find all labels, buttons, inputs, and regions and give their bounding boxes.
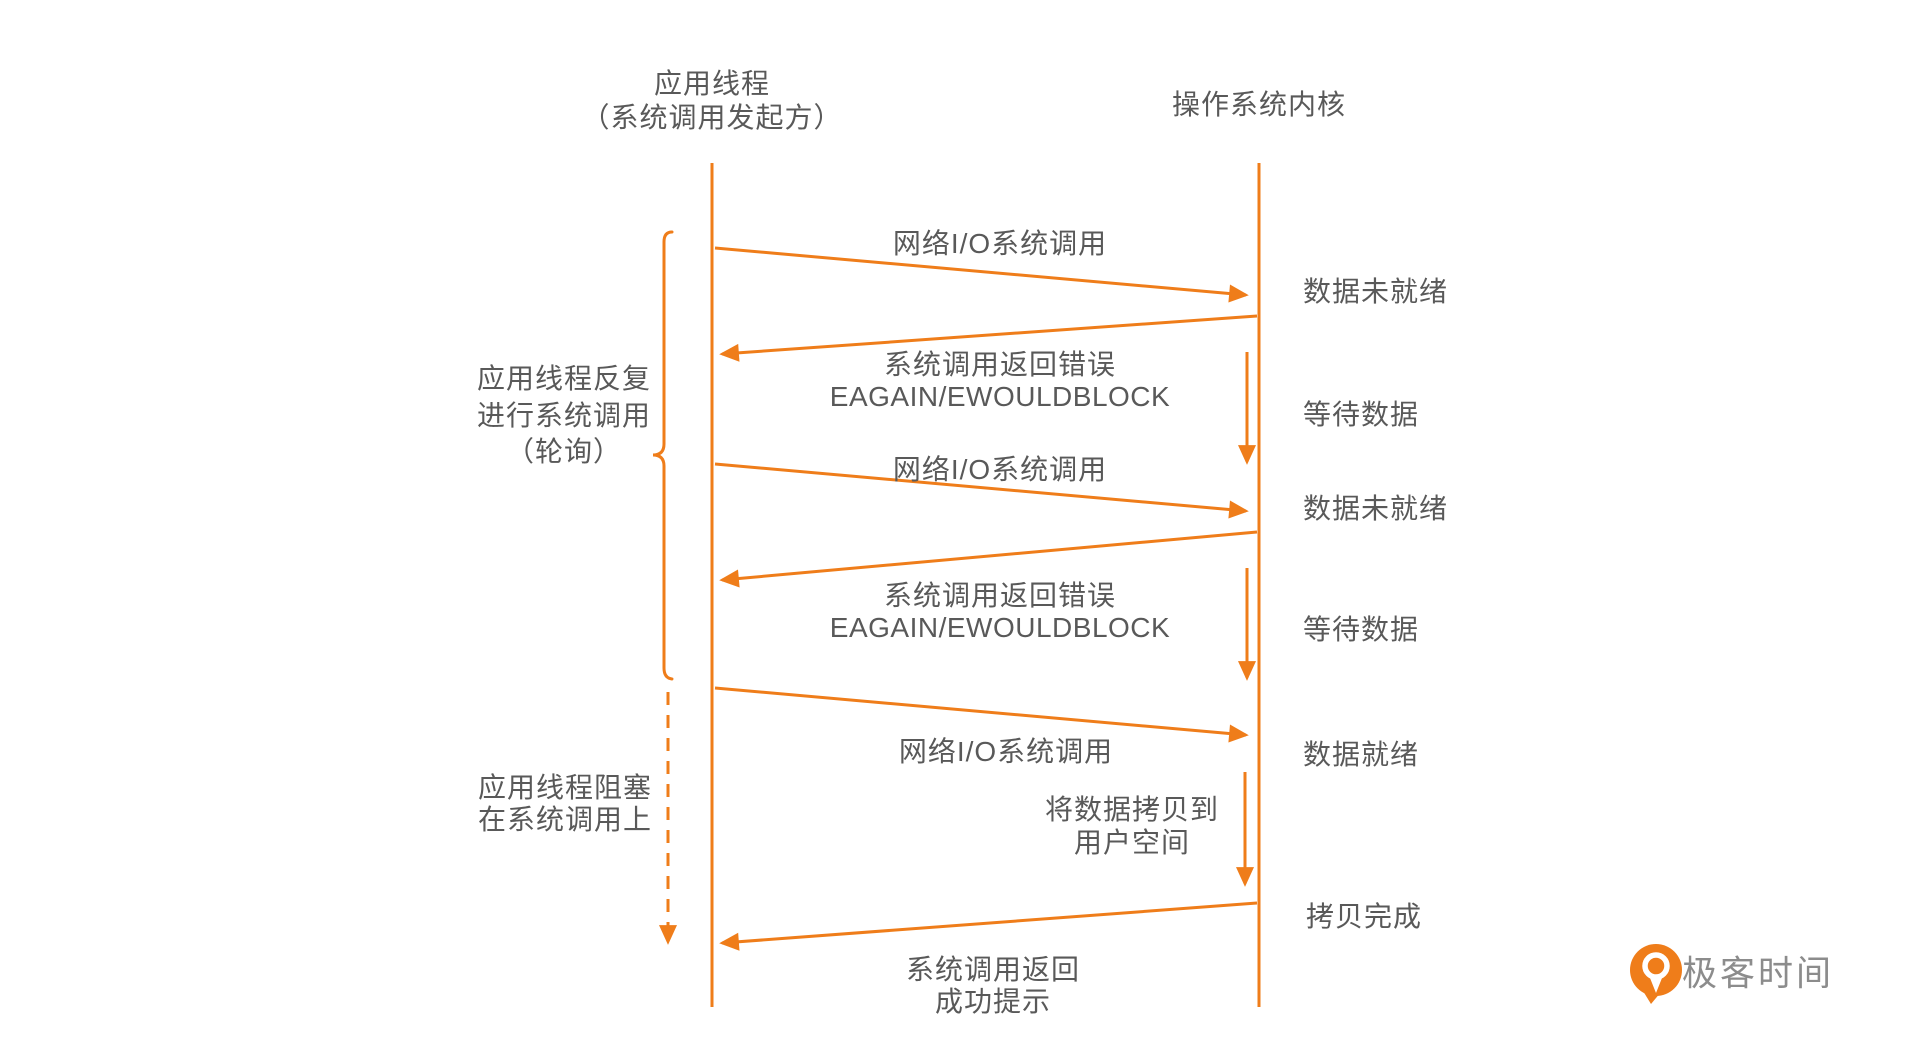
- polling-annotation-line1: 应用线程反复: [476, 363, 652, 394]
- data-not-ready-label-1: 数据未就绪: [1303, 276, 1449, 307]
- io-call-arrow-1: [714, 246, 1249, 303]
- copy-data-label-line2: 用户空间: [1073, 827, 1191, 858]
- error-code-label-1: EAGAIN/EWOULDBLOCK: [829, 381, 1171, 412]
- error-return-arrow-1: [719, 314, 1258, 362]
- io-call-label-2: 网络I/O系统调用: [892, 454, 1108, 485]
- copy-data-label-line1: 将数据拷贝到: [1044, 794, 1220, 825]
- io-call-arrow-3: [714, 686, 1249, 743]
- app-thread-title: 应用线程: [653, 68, 771, 99]
- data-ready-label: 数据就绪: [1303, 739, 1420, 770]
- app-thread-subtitle: （系统调用发起方）: [581, 102, 843, 133]
- kernel-title: 操作系统内核: [1171, 89, 1347, 120]
- geektime-logo-text: 极客时间: [1682, 954, 1835, 994]
- success-return-arrow: [719, 901, 1258, 951]
- waiting-data-label-1: 等待数据: [1303, 399, 1420, 430]
- geektime-logo-icon: [1630, 944, 1682, 1004]
- error-code-label-2: EAGAIN/EWOULDBLOCK: [829, 612, 1171, 643]
- io-call-label-3: 网络I/O系统调用: [898, 736, 1114, 767]
- polling-annotation-line2: 进行系统调用: [476, 400, 652, 431]
- io-call-label-1: 网络I/O系统调用: [892, 228, 1108, 259]
- waiting-data-label-2: 等待数据: [1303, 614, 1420, 645]
- success-hint-label: 成功提示: [934, 986, 1052, 1017]
- error-return-label-1: 系统调用返回错误: [883, 349, 1117, 380]
- data-not-ready-label-2: 数据未就绪: [1303, 493, 1449, 524]
- success-return-label: 系统调用返回: [905, 954, 1081, 985]
- polling-annotation-line3: （轮询）: [505, 436, 623, 467]
- error-return-label-2: 系统调用返回错误: [883, 580, 1117, 611]
- copy-done-label: 拷贝完成: [1306, 901, 1423, 932]
- io-call-arrow-2: [714, 462, 1249, 519]
- polling-brace: [652, 230, 674, 681]
- blocking-annotation-line2: 在系统调用上: [477, 804, 653, 835]
- blocking-annotation-line1: 应用线程阻塞: [477, 772, 653, 803]
- error-return-arrow-2: [719, 530, 1258, 588]
